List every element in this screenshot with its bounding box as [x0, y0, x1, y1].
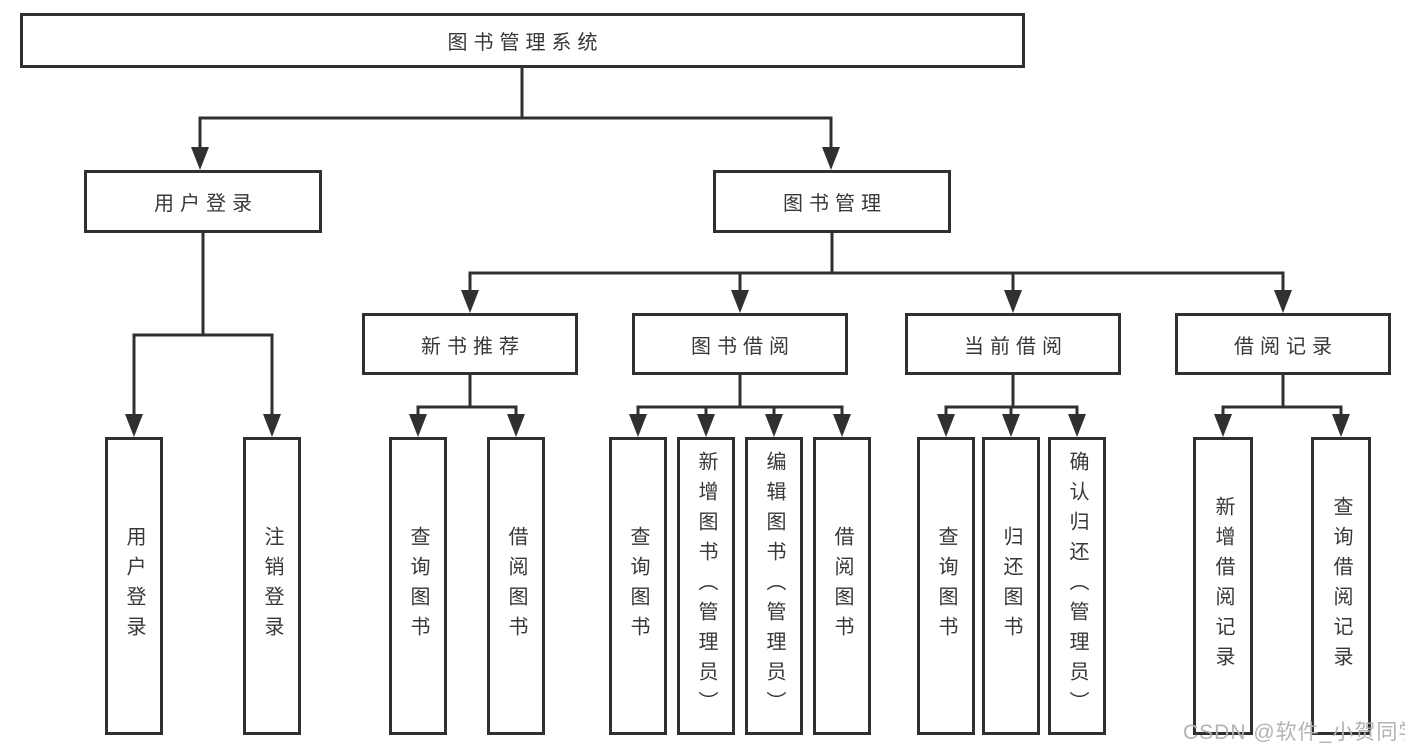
leaf-records-add: 新增借阅记录: [1193, 437, 1253, 735]
leaf-current-confirm-admin: 确认归还（管理员）: [1048, 437, 1106, 735]
node-user-login: 用户登录: [84, 170, 322, 233]
node-current-borrow: 当前借阅: [905, 313, 1121, 375]
leaf-logout: 注销登录: [243, 437, 301, 735]
edge-new-books-group: [416, 371, 518, 419]
arrow-down-icon: [507, 414, 525, 437]
arrow-down-icon: [1068, 414, 1086, 437]
arrow-down-icon: [409, 414, 427, 437]
tree-edges: [132, 64, 1343, 419]
arrow-down-icon: [125, 414, 143, 437]
arrow-down-icon: [1004, 290, 1022, 313]
leaf-user-login: 用户登录: [105, 437, 163, 735]
edge-user-login-group: [132, 229, 274, 419]
leaf-borrow-edit-admin: 编辑图书（管理员）: [745, 437, 803, 735]
arrow-down-icon: [822, 147, 840, 170]
leaf-borrow-add-admin: 新增图书（管理员）: [677, 437, 735, 735]
arrow-down-icon: [191, 147, 209, 170]
arrowheads: [125, 147, 1350, 437]
arrow-down-icon: [629, 414, 647, 437]
arrow-down-icon: [731, 290, 749, 313]
leaf-borrow-query: 查询图书: [609, 437, 667, 735]
arrow-down-icon: [1002, 414, 1020, 437]
node-new-books: 新书推荐: [362, 313, 578, 375]
node-borrow-records: 借阅记录: [1175, 313, 1391, 375]
leaf-records-query: 查询借阅记录: [1311, 437, 1371, 735]
arrow-down-icon: [263, 414, 281, 437]
node-book-mgmt: 图书管理: [713, 170, 951, 233]
node-root: 图书管理系统: [20, 13, 1025, 68]
edge-book-borrow-group: [636, 371, 844, 419]
edge-root: [198, 64, 833, 152]
edge-borrow-records-group: [1221, 371, 1343, 419]
leaf-current-return: 归还图书: [982, 437, 1040, 735]
arrow-down-icon: [461, 290, 479, 313]
arrow-down-icon: [1274, 290, 1292, 313]
leaf-current-query: 查询图书: [917, 437, 975, 735]
arrow-down-icon: [937, 414, 955, 437]
edge-book-mgmt-group: [468, 229, 1285, 295]
node-book-borrow: 图书借阅: [632, 313, 848, 375]
leaf-newbooks-query: 查询图书: [389, 437, 447, 735]
arrow-down-icon: [765, 414, 783, 437]
arrow-down-icon: [833, 414, 851, 437]
arrow-down-icon: [1332, 414, 1350, 437]
watermark: CSDN @软件_小贺同学: [1183, 721, 1405, 744]
leaf-newbooks-borrow: 借阅图书: [487, 437, 545, 735]
arrow-down-icon: [1214, 414, 1232, 437]
leaf-borrow-borrow: 借阅图书: [813, 437, 871, 735]
arrow-down-icon: [697, 414, 715, 437]
edge-current-borrow-group: [944, 371, 1079, 419]
